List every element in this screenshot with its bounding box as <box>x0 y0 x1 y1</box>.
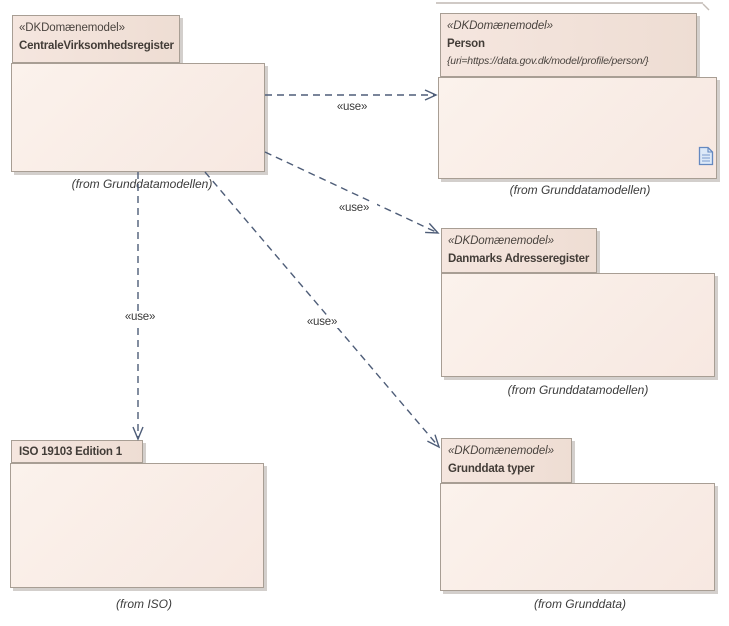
package-from-label: (from Grunddata) <box>533 597 627 611</box>
package-tab[interactable]: «DKDomænemodel» Danmarks Adresseregister <box>441 228 597 273</box>
use-dependency-label: «use» <box>331 202 377 214</box>
use-dependency-label: «use» <box>117 311 163 323</box>
package-stereotype: «DKDomænemodel» <box>19 22 125 34</box>
package-from-label: (from ISO) <box>116 597 172 611</box>
use-arrow-to-danmarks-adresseregister[interactable] <box>264 151 440 234</box>
use-dependency-label: «use» <box>329 101 375 113</box>
package-stereotype: «DKDomænemodel» <box>448 235 554 247</box>
package-body[interactable] <box>441 273 715 377</box>
use-dependency-label: «use» <box>299 316 345 328</box>
package-name: Grunddata typer <box>448 462 535 475</box>
package-body[interactable] <box>11 63 265 172</box>
use-arrow-to-iso-19103[interactable] <box>132 172 144 441</box>
package-name: ISO 19103 Edition 1 <box>19 446 122 458</box>
package-tab[interactable]: «DKDomænemodel» CentraleVirksomhedsregis… <box>12 15 180 63</box>
package-stereotype: «DKDomænemodel» <box>448 445 554 457</box>
package-name: Danmarks Adresseregister <box>448 252 590 265</box>
package-tab[interactable]: ISO 19103 Edition 1 <box>11 440 143 463</box>
use-arrow-to-person[interactable] <box>265 89 438 101</box>
package-from-label: (from Grunddatamodellen) <box>71 177 213 191</box>
use-arrow-to-grunddata-typer[interactable] <box>204 171 441 449</box>
package-from-label: (from Grunddatamodellen) <box>507 383 649 397</box>
document-icon[interactable] <box>698 146 714 166</box>
package-body[interactable] <box>10 463 264 588</box>
package-uri: {uri=https://data.gov.dk/model/profile/p… <box>447 54 649 67</box>
package-from-label: (from Grunddatamodellen) <box>509 183 651 197</box>
package-body[interactable] <box>438 77 717 179</box>
package-tab[interactable]: «DKDomænemodel» Grunddata typer <box>441 438 572 483</box>
package-body[interactable] <box>440 483 715 591</box>
package-stereotype: «DKDomænemodel» <box>447 20 553 32</box>
package-name: CentraleVirksomhedsregister <box>19 39 174 52</box>
package-name: Person <box>447 37 485 50</box>
package-tab[interactable]: «DKDomænemodel» Person {uri=https://data… <box>440 13 697 77</box>
